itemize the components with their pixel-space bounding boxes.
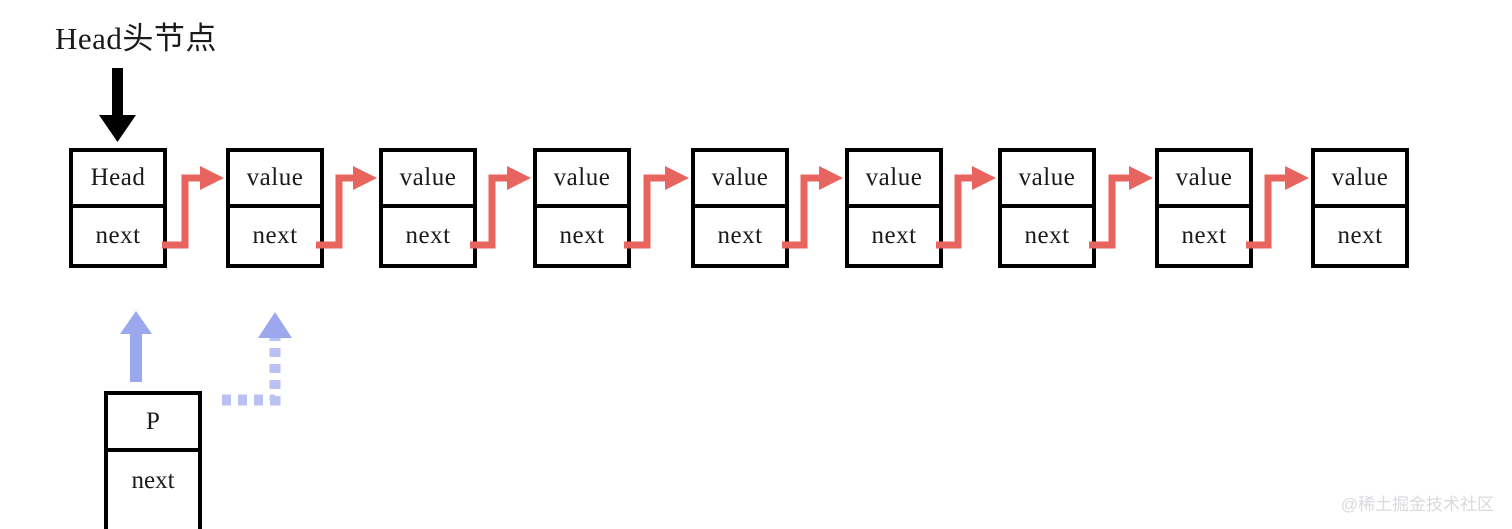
pointer-node-next-cell: next bbox=[131, 466, 175, 494]
node-next-cell: next bbox=[1024, 222, 1070, 249]
list-node-9: value next bbox=[1311, 148, 1409, 268]
watermark: @稀土掘金技术社区 bbox=[1340, 495, 1494, 514]
list-node-5: value next bbox=[691, 148, 789, 268]
list-node-8: value next bbox=[1155, 148, 1253, 268]
next-link-arrow-8 bbox=[1246, 166, 1309, 249]
node-next-cell: next bbox=[1181, 222, 1227, 249]
node-next-cell: next bbox=[252, 222, 298, 249]
head-pointer-arrow bbox=[99, 68, 136, 142]
list-node-3: value next bbox=[379, 148, 477, 268]
list-node-2: value next bbox=[226, 148, 324, 268]
node-next-cell: next bbox=[717, 222, 763, 249]
next-link-arrow-5 bbox=[782, 166, 843, 249]
node-value-cell: value bbox=[695, 152, 785, 208]
page-title: Head头节点 bbox=[55, 21, 217, 56]
pointer-arrow-dashed bbox=[222, 312, 292, 406]
next-link-arrow-4 bbox=[624, 166, 689, 249]
node-next-cell: next bbox=[95, 222, 141, 249]
next-link-arrow-2 bbox=[316, 166, 377, 249]
next-link-arrow-6 bbox=[936, 166, 996, 249]
node-value-cell: value bbox=[1159, 152, 1249, 208]
list-node-7: value next bbox=[998, 148, 1096, 268]
node-next-cell: next bbox=[405, 222, 451, 249]
node-next-cell: next bbox=[1337, 222, 1383, 249]
node-value-cell: value bbox=[230, 152, 320, 208]
node-next-cell: next bbox=[871, 222, 917, 249]
node-next-cell: next bbox=[559, 222, 605, 249]
node-value-cell: Head bbox=[73, 152, 163, 208]
pointer-arrow-solid bbox=[120, 311, 152, 382]
node-value-cell: value bbox=[1002, 152, 1092, 208]
pointer-node-value-cell: P bbox=[108, 395, 198, 452]
next-link-arrow-1 bbox=[162, 166, 224, 249]
node-value-cell: value bbox=[1315, 152, 1405, 208]
node-value-cell: value bbox=[383, 152, 473, 208]
node-value-cell: value bbox=[849, 152, 939, 208]
next-link-arrow-3 bbox=[470, 166, 531, 249]
list-node-1: Head next bbox=[69, 148, 167, 268]
next-link-arrow-7 bbox=[1089, 166, 1153, 249]
list-node-6: value next bbox=[845, 148, 943, 268]
list-node-4: value next bbox=[533, 148, 631, 268]
pointer-node-p: P next bbox=[104, 391, 202, 529]
node-value-cell: value bbox=[537, 152, 627, 208]
